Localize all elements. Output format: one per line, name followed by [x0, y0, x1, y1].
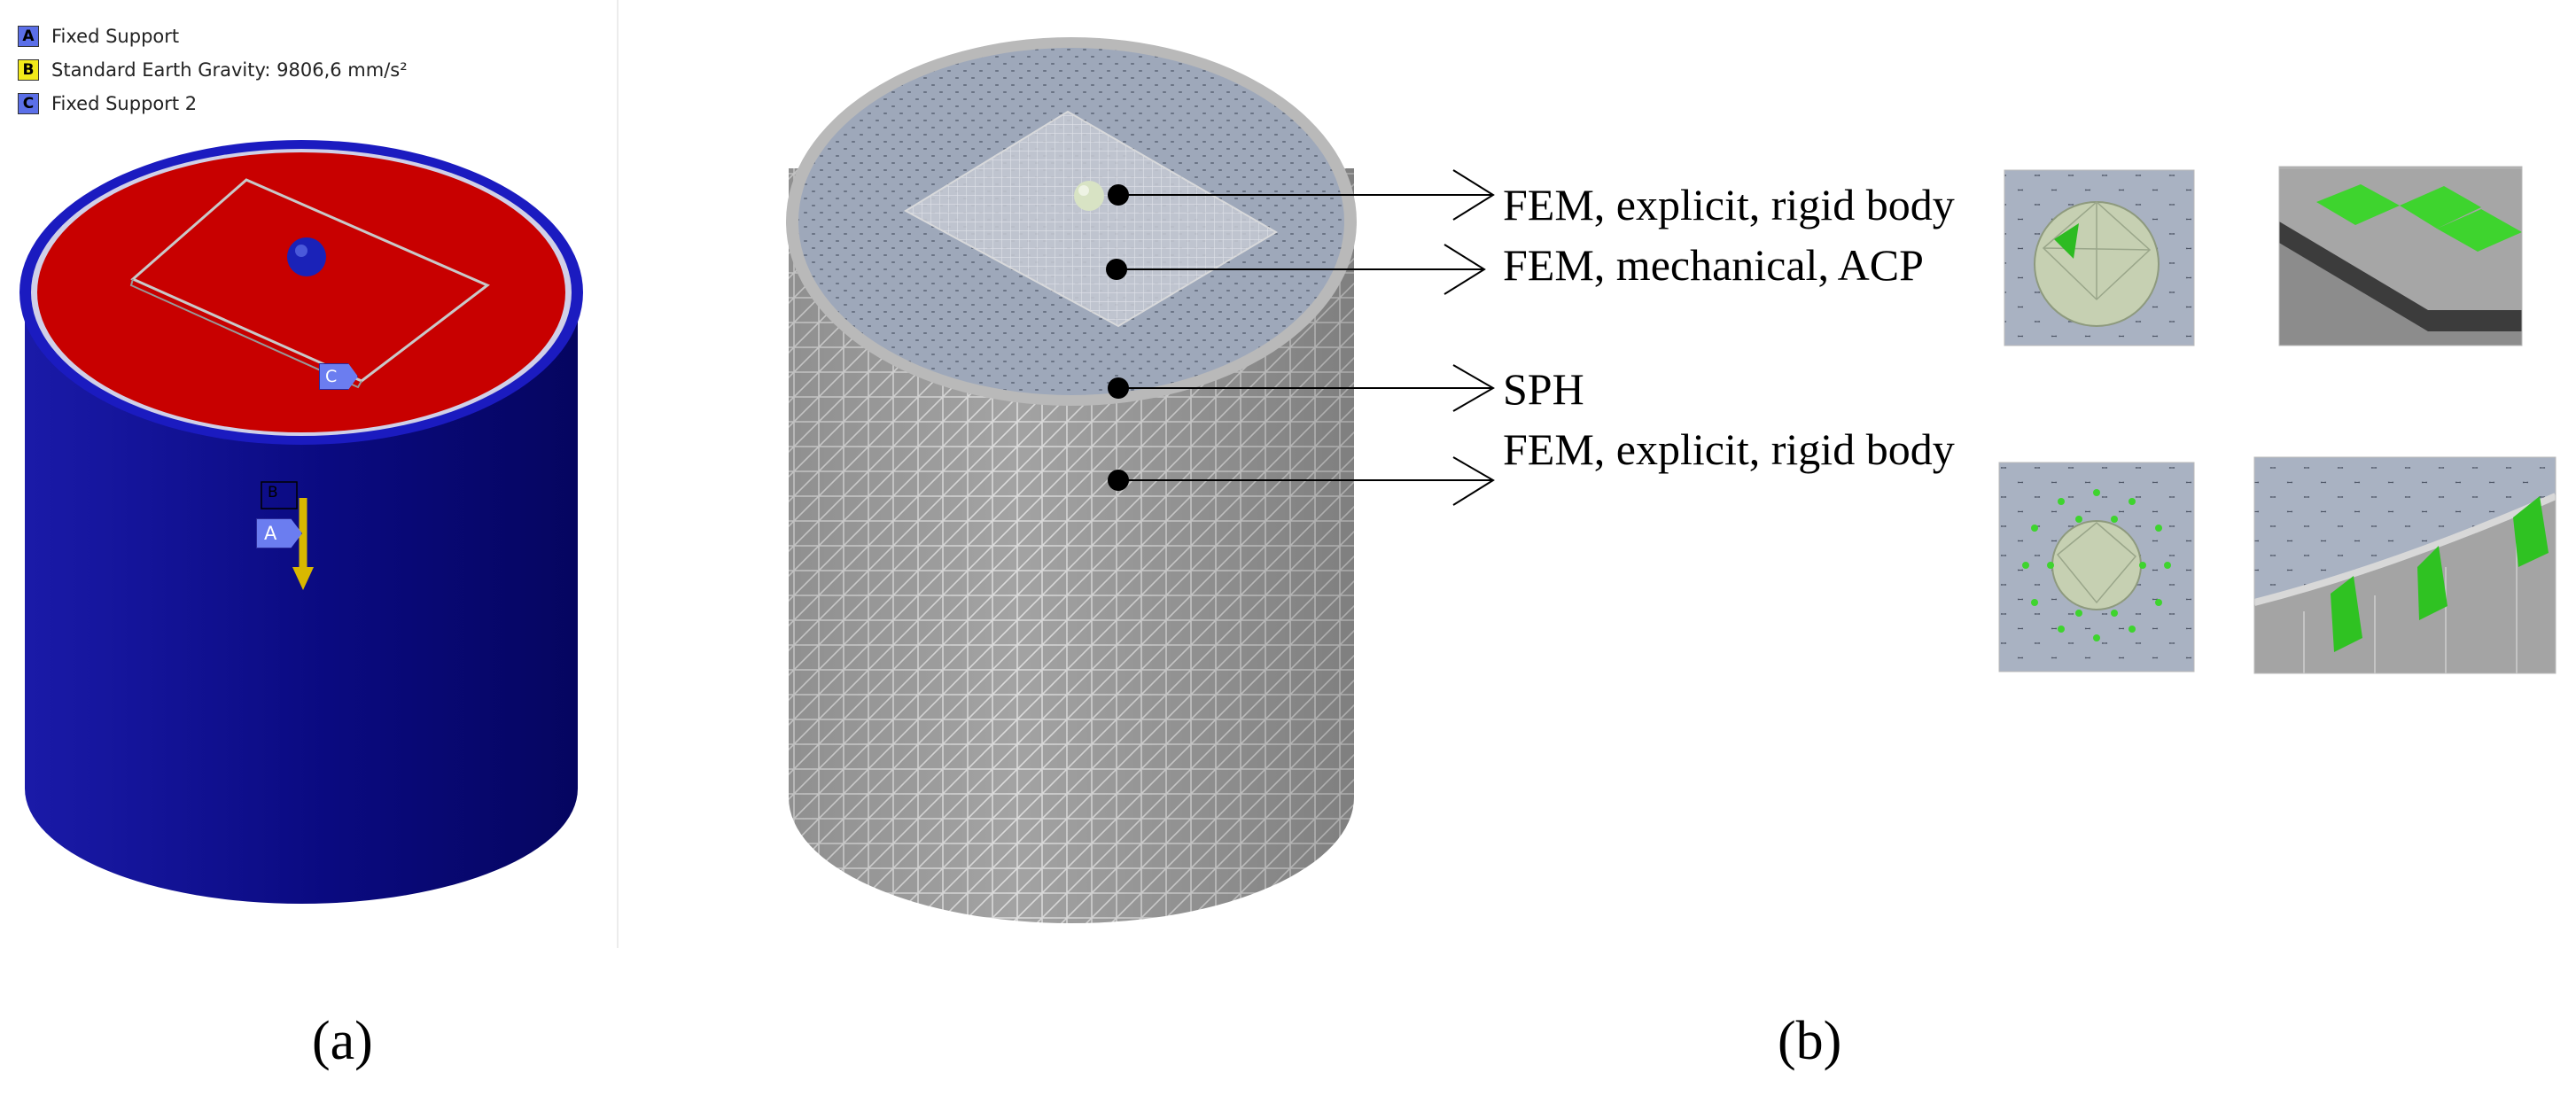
detail-sph-contact-points [1999, 462, 2194, 672]
detail-plate-edge [2279, 167, 2522, 346]
panel-a-frame [617, 0, 619, 948]
pointer-dot-4 [1108, 470, 1129, 491]
composite-plate [903, 110, 1278, 328]
legend-swatch-c: C [18, 93, 39, 114]
tag-b-label: B [268, 484, 278, 501]
plate-outline [130, 178, 490, 383]
detail-sph-wall [2254, 457, 2556, 673]
panel-a: C B A A Fixed Support B Standard Earth G… [0, 0, 617, 948]
legend-swatch-b: B [18, 59, 39, 81]
annotation-1: FEM, explicit, rigid body [1503, 180, 1955, 229]
legend-label-c: Fixed Support 2 [51, 93, 198, 114]
caption-a: (a) [312, 1011, 373, 1071]
pointer-3 [1118, 364, 1495, 412]
annotation-4: FEM, explicit, rigid body [1503, 424, 1955, 474]
tag-a: A [256, 518, 302, 548]
pointer-2 [1117, 244, 1486, 295]
pointer-dot-2 [1106, 259, 1127, 280]
rigid-ball [1074, 181, 1104, 211]
legend-row-a: A Fixed Support [18, 19, 408, 53]
tank-top-surface [37, 152, 565, 432]
tag-c: C [319, 363, 358, 390]
legend: A Fixed Support B Standard Earth Gravity… [18, 19, 408, 120]
detail-sph-ball [2004, 170, 2194, 346]
pointer-1 [1118, 169, 1495, 221]
legend-label-b: Standard Earth Gravity: 9806,6 mm/s² [51, 59, 408, 81]
pointer-4 [1118, 456, 1495, 506]
caption-b: (b) [1778, 1011, 1842, 1071]
pointer-dot-3 [1108, 377, 1129, 399]
legend-swatch-a: A [18, 26, 39, 47]
pointer-dot-1 [1108, 184, 1129, 206]
legend-label-a: Fixed Support [51, 26, 180, 47]
legend-row-c: C Fixed Support 2 [18, 87, 408, 120]
legend-row-b: B Standard Earth Gravity: 9806,6 mm/s² [18, 53, 408, 87]
annotation-2: FEM, mechanical, ACP [1503, 240, 1924, 290]
annotation-3: SPH [1503, 364, 1584, 414]
tank-model-blue [19, 140, 583, 904]
tank-wall [25, 292, 578, 904]
